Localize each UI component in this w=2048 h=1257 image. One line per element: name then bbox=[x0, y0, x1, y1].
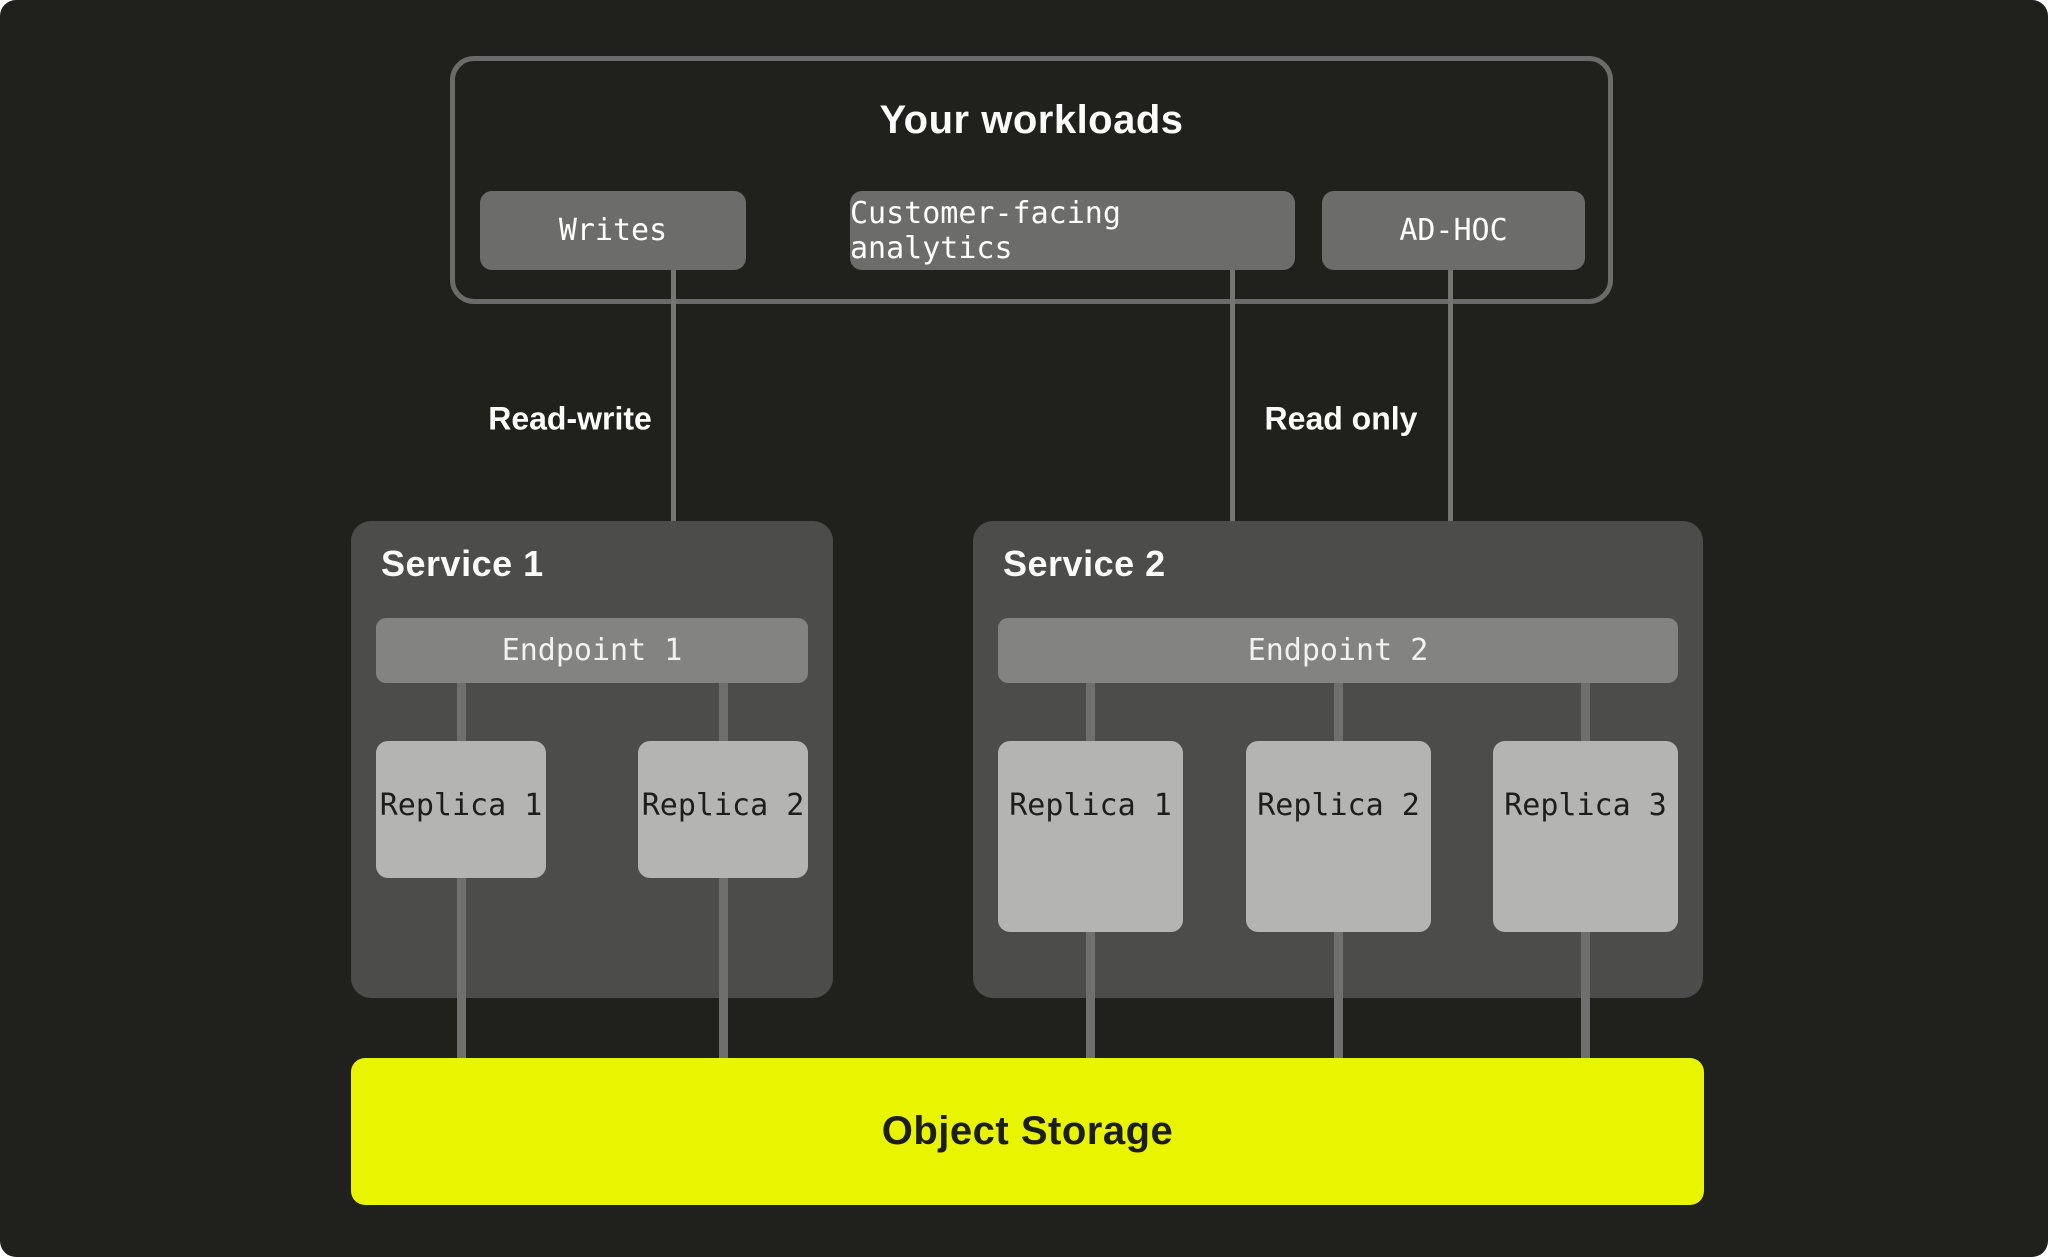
workloads-title: Your workloads bbox=[879, 98, 1184, 142]
workloads-group-box bbox=[450, 56, 1613, 304]
arrow-analytics-to-endpoint2 bbox=[1230, 270, 1235, 588]
service-2-title: Service 2 bbox=[1003, 543, 1166, 584]
service2-replica-3: Replica 3 bbox=[1493, 741, 1678, 932]
service1-replica-1: Replica 1 bbox=[376, 741, 546, 878]
arrow-writes-to-endpoint1 bbox=[671, 270, 676, 588]
endpoint-1-bar: Endpoint 1 bbox=[376, 618, 808, 683]
service1-replica-2: Replica 2 bbox=[638, 741, 808, 878]
workload-node-ad-hoc: AD-HOC bbox=[1322, 191, 1585, 270]
edge-label-read-only: Read only bbox=[1264, 400, 1418, 437]
service2-replica-2: Replica 2 bbox=[1246, 741, 1431, 932]
service-1-title: Service 1 bbox=[381, 543, 544, 584]
endpoint-2-bar: Endpoint 2 bbox=[998, 618, 1678, 683]
workload-node-customer-facing-analytics: Customer-facing analytics bbox=[850, 191, 1295, 270]
service2-replica-1: Replica 1 bbox=[998, 741, 1183, 932]
edge-label-read-write: Read-write bbox=[488, 400, 652, 437]
workload-node-writes: Writes bbox=[480, 191, 746, 270]
arrow-adhoc-to-endpoint2 bbox=[1448, 270, 1453, 588]
object-storage-bar: Object Storage bbox=[351, 1058, 1704, 1205]
